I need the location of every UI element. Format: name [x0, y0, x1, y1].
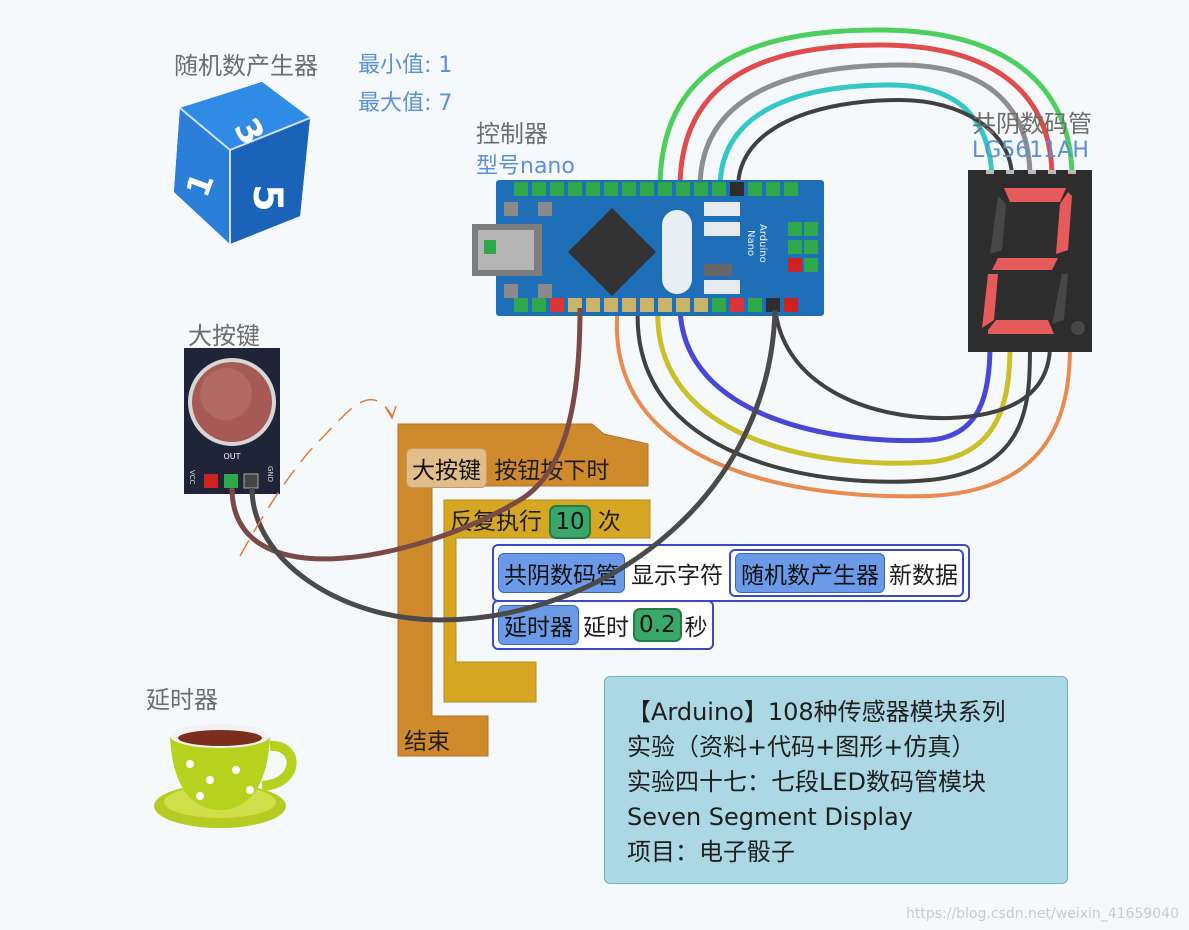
- dice-icon[interactable]: 3 5 1: [170, 80, 316, 250]
- delay-block[interactable]: 延时器 延时 0.2 秒: [492, 600, 714, 650]
- wire-black-top: [736, 97, 1014, 189]
- rng-value-block[interactable]: 随机数产生器 新数据: [729, 549, 964, 597]
- rng-max-label: 最大值: 7: [358, 91, 453, 116]
- info-line-4: Seven Segment Display: [627, 803, 913, 831]
- repeat-label: 反复执行: [450, 509, 542, 535]
- rng-title: 随机数产生器: [174, 52, 318, 80]
- repeat-unit: 次: [597, 509, 621, 535]
- info-panel: 【Arduino】108种传感器模块系列 实验（资料+代码+图形+仿真） 实验四…: [604, 676, 1068, 884]
- event-target-pill[interactable]: 大按键: [406, 448, 487, 488]
- info-line-3: 实验四十七：七段LED数码管模块: [627, 768, 987, 796]
- wire-blue: [677, 304, 993, 444]
- rng-min-label: 最小值: 1: [358, 53, 453, 78]
- end-label: 结束: [404, 729, 450, 755]
- display-pins-top: [986, 166, 1076, 174]
- info-line-2: 实验（资料+代码+图形+仿真）: [627, 733, 976, 761]
- controller-title: 控制器: [476, 120, 548, 148]
- svg-text:OUT: OUT: [223, 452, 240, 461]
- controller-model: 型号nano: [476, 154, 575, 179]
- board-text: Arduino: [757, 224, 768, 263]
- delay-value-field[interactable]: 0.2: [633, 608, 682, 642]
- svg-text:GND: GND: [266, 466, 274, 482]
- seven-segment-display[interactable]: 2: [968, 166, 1092, 356]
- wire-black-right: [773, 304, 1052, 421]
- arduino-nano-board[interactable]: Arduino Nano: [472, 180, 824, 324]
- display-char-block[interactable]: 共阴数码管 显示字符 随机数产生器 新数据: [492, 544, 970, 602]
- svg-text:Nano: Nano: [745, 230, 756, 256]
- wire-green: [657, 27, 1075, 189]
- big-button-module[interactable]: OUT VCC GND: [184, 348, 280, 498]
- watermark: https://blog.csdn.net/weixin_41659040: [905, 906, 1179, 922]
- display-model: LG5611AH: [972, 138, 1089, 163]
- delay-unit: 秒: [684, 615, 708, 641]
- delay-title: 延时器: [146, 686, 218, 714]
- teacup-icon[interactable]: [150, 714, 300, 838]
- event-text: 按钮按下时: [494, 458, 610, 484]
- delay-target-pill[interactable]: 延时器: [498, 605, 579, 645]
- delay-action: 延时: [583, 615, 629, 641]
- info-line-5: 项目：电子骰子: [627, 838, 795, 866]
- wire-cyan: [717, 82, 995, 189]
- display-action: 显示字符: [631, 563, 723, 589]
- info-line-1: 【Arduino】108种传感器模块系列: [627, 698, 1006, 726]
- wire-gray: [697, 62, 1033, 189]
- rng-action: 新数据: [889, 563, 958, 589]
- svg-text:VCC: VCC: [188, 470, 196, 485]
- rng-target-pill[interactable]: 随机数产生器: [735, 553, 885, 593]
- top-pin-row: [514, 182, 798, 196]
- wire-red: [677, 42, 1055, 189]
- display-target-pill[interactable]: 共阴数码管: [498, 553, 625, 593]
- svg-text:5: 5: [244, 184, 290, 212]
- display-title: 共阴数码管: [972, 110, 1092, 138]
- repeat-count-field[interactable]: 10: [549, 505, 591, 539]
